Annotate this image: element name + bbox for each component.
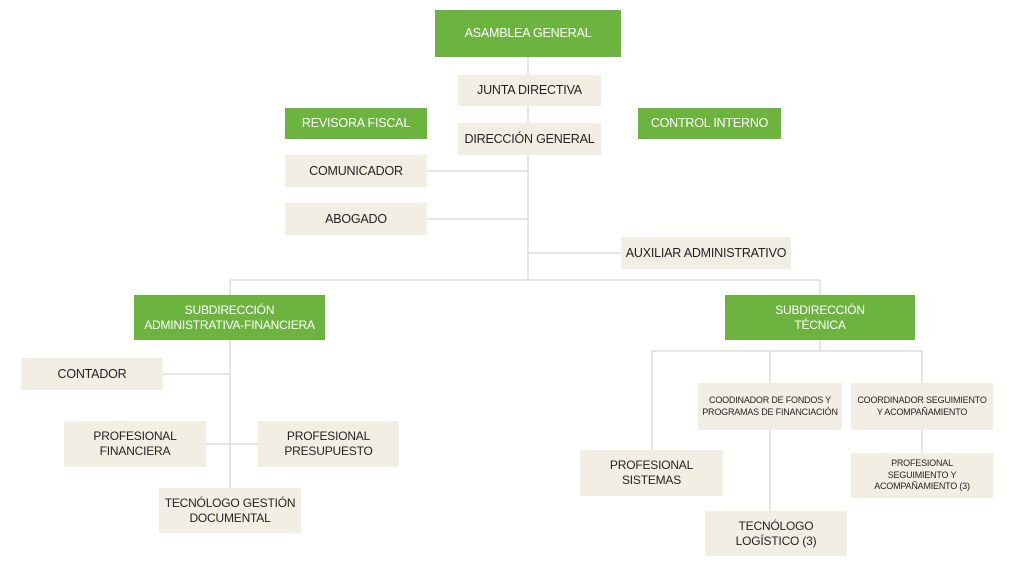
node-tecnologo-logistico: TECNÓLOGO LOGÍSTICO (3) — [705, 511, 847, 556]
node-abogado: ABOGADO — [285, 203, 427, 235]
node-profesional-financiera: PROFESIONAL FINANCIERA — [64, 421, 206, 467]
node-asamblea-general: ASAMBLEA GENERAL — [435, 10, 621, 57]
node-contador: CONTADOR — [21, 358, 163, 390]
node-control-interno: CONTROL INTERNO — [638, 108, 781, 139]
node-subdireccion-tecnica: SUBDIRECCIÓN TÉCNICA — [725, 295, 915, 340]
node-comunicador: COMUNICADOR — [285, 155, 427, 187]
node-profesional-seguimiento: PROFESIONAL SEGUIMIENTO Y ACOMPAÑAMIENTO… — [851, 453, 993, 498]
node-junta-directiva: JUNTA DIRECTIVA — [458, 75, 601, 106]
node-revisora-fiscal: REVISORA FISCAL — [285, 108, 427, 139]
node-subdireccion-administrativa-financiera: SUBDIRECCIÓN ADMINISTRATIVA-FINANCIERA — [134, 295, 325, 340]
node-direccion-general: DIRECCIÓN GENERAL — [458, 123, 601, 155]
node-profesional-presupuesto: PROFESIONAL PRESUPUESTO — [258, 421, 399, 467]
node-tecnologo-gestion-documental: TECNÓLOGO GESTIÓN DOCUMENTAL — [159, 488, 301, 533]
node-coordinador-seguimiento: COORDINADOR SEGUIMIENTO Y ACOMPAÑAMIENTO — [851, 383, 993, 430]
node-auxiliar-administrativo: AUXILIAR ADMINISTRATIVO — [621, 237, 791, 269]
node-coordinador-fondos: COODINADOR DE FONDOS Y PROGRAMAS DE FINA… — [698, 383, 842, 430]
node-profesional-sistemas: PROFESIONAL SISTEMAS — [580, 450, 723, 496]
